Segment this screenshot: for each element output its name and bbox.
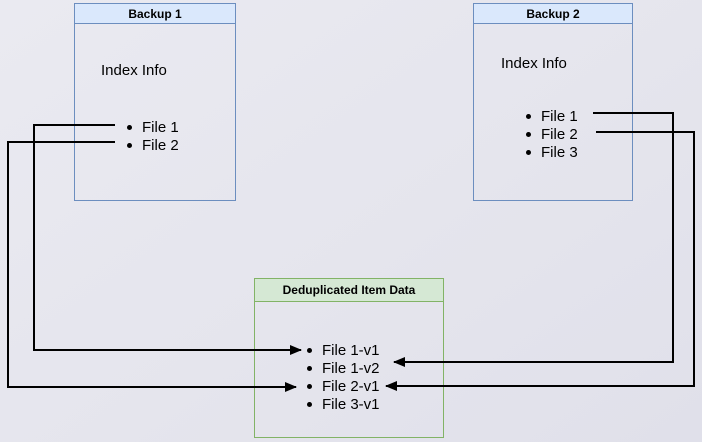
backup1-title: Backup 1 bbox=[75, 4, 235, 24]
list-item: File 1-v1 bbox=[255, 341, 443, 359]
dedup-item-list: File 1-v1 File 1-v2 File 2-v1 File 3-v1 bbox=[255, 341, 443, 413]
bullet-icon bbox=[307, 401, 312, 407]
backup2-file-list: File 1 File 2 File 3 bbox=[474, 107, 632, 161]
list-item: File 3-v1 bbox=[255, 395, 443, 413]
list-item: File 1 bbox=[474, 107, 632, 125]
bullet-icon bbox=[127, 142, 132, 148]
item-label: File 3-v1 bbox=[322, 395, 380, 413]
list-item: File 2 bbox=[474, 125, 632, 143]
file-label: File 1 bbox=[541, 107, 578, 125]
list-item: File 1 bbox=[75, 118, 235, 136]
backup2-box: Backup 2 Index Info File 1 File 2 File 3 bbox=[473, 3, 633, 201]
dedup-box: Deduplicated Item Data File 1-v1 File 1-… bbox=[254, 278, 444, 438]
backup1-file-list: File 1 File 2 bbox=[75, 118, 235, 154]
dedup-title: Deduplicated Item Data bbox=[255, 279, 443, 302]
backup2-index-info-label: Index Info bbox=[501, 55, 567, 72]
list-item: File 2-v1 bbox=[255, 377, 443, 395]
bullet-icon bbox=[307, 383, 312, 389]
backup2-title: Backup 2 bbox=[474, 4, 632, 24]
file-label: File 1 bbox=[142, 118, 179, 136]
file-label: File 2 bbox=[541, 125, 578, 143]
file-label: File 3 bbox=[541, 143, 578, 161]
list-item: File 1-v2 bbox=[255, 359, 443, 377]
bullet-icon bbox=[307, 365, 312, 371]
file-label: File 2 bbox=[142, 136, 179, 154]
bullet-icon bbox=[307, 347, 312, 353]
list-item: File 2 bbox=[75, 136, 235, 154]
bullet-icon bbox=[526, 131, 531, 137]
backup1-index-info-label: Index Info bbox=[101, 62, 167, 79]
item-label: File 2-v1 bbox=[322, 377, 380, 395]
bullet-icon bbox=[526, 149, 531, 155]
bullet-icon bbox=[127, 124, 132, 130]
backup1-box: Backup 1 Index Info File 1 File 2 bbox=[74, 3, 236, 201]
item-label: File 1-v2 bbox=[322, 359, 380, 377]
bullet-icon bbox=[526, 113, 531, 119]
list-item: File 3 bbox=[474, 143, 632, 161]
item-label: File 1-v1 bbox=[322, 341, 380, 359]
